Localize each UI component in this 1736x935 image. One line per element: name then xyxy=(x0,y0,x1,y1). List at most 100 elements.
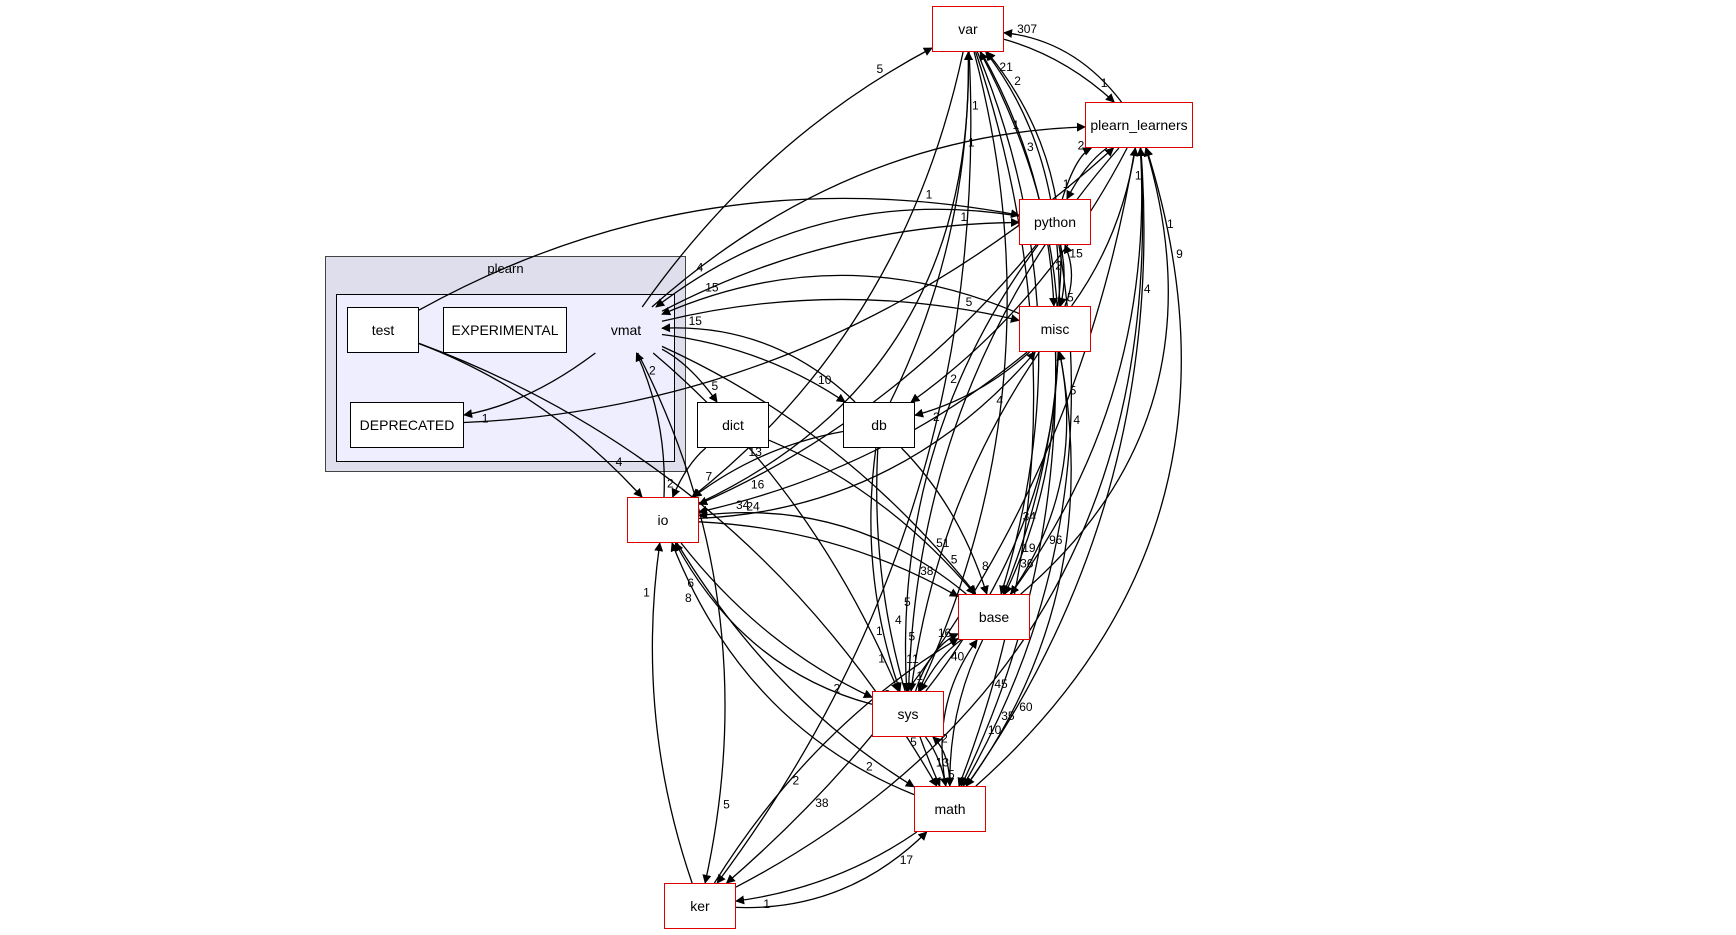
edge-pleal-to-base xyxy=(1010,147,1143,595)
edge-label-var-to-pleal: 1 xyxy=(1101,76,1108,90)
edge-label-misc-to-sys: 5 xyxy=(909,629,916,643)
node-python[interactable]: python xyxy=(1019,199,1091,245)
edge-label-ker-to-io: 1 xyxy=(643,585,650,599)
node-dict[interactable]: dict xyxy=(697,402,769,448)
node-misc[interactable]: misc xyxy=(1019,306,1091,352)
edge-label-python-to-misc: 5 xyxy=(1067,291,1074,305)
edge-label-python-to-math: 35 xyxy=(1001,709,1015,723)
edge-label-db-to-var: 1 xyxy=(972,98,979,112)
edge-label-vmat-to-base: 51 xyxy=(936,536,950,550)
edge-misc-to-pleal xyxy=(1071,147,1139,307)
edge-math-to-io xyxy=(670,542,915,796)
edge-pleal-to-var xyxy=(1003,29,1123,103)
edge-label-test-to-io: 4 xyxy=(616,455,623,469)
edge-db-to-var xyxy=(889,51,973,403)
node-sys[interactable]: sys xyxy=(872,691,944,737)
node-db[interactable]: db xyxy=(843,402,915,448)
edge-label-sys-to-base: 16 xyxy=(938,626,952,640)
edge-label-math-to-ker: 1 xyxy=(763,897,770,911)
edge-var-to-ker xyxy=(716,51,972,884)
edge-vmat-to-db xyxy=(661,333,846,403)
edge-label-vmat-to-pleal: 1 xyxy=(1013,118,1020,132)
edge-label-db-to-io: 7 xyxy=(706,469,713,483)
edge-io-to-base xyxy=(698,521,959,597)
node-pleal[interactable]: plearn_learners xyxy=(1085,102,1193,148)
edge-label-db-to-vmat: 15 xyxy=(689,314,703,328)
edge-misc-to-sys xyxy=(907,351,1040,692)
edge-label-io-to-base: 38 xyxy=(920,564,934,578)
node-base[interactable]: base xyxy=(958,594,1030,640)
edge-dep-to-pleal xyxy=(463,147,1115,424)
edge-label-ker-to-math: 17 xyxy=(900,853,914,867)
edge-db-to-sys xyxy=(870,447,902,692)
edge-label-python-to-pleal: 2 xyxy=(1078,139,1085,153)
node-var[interactable]: var xyxy=(932,6,1004,52)
edge-label-python-to-var: 21 xyxy=(999,60,1013,74)
edge-vmat-to-dep xyxy=(463,352,596,419)
edge-ker-to-base xyxy=(713,638,959,884)
edge-base-to-io xyxy=(698,510,967,595)
edge-label-base-to-pleal: 1 xyxy=(1167,217,1174,231)
edge-label-pleal-to-var: 307 xyxy=(1017,22,1037,36)
edge-label-io-to-vmat: 2 xyxy=(649,364,656,378)
edge-vmat-to-misc xyxy=(661,298,1020,323)
edge-pleal-to-python xyxy=(1066,147,1108,200)
edge-vmat-to-base xyxy=(661,345,977,595)
edge-label-pleal-to-ker: 38 xyxy=(815,796,829,810)
edge-label-misc-to-var: 2 xyxy=(1014,74,1021,88)
edge-label-io-to-sys: 2 xyxy=(834,681,841,695)
edge-var-to-io xyxy=(691,51,964,498)
node-io[interactable]: io xyxy=(627,497,699,543)
edge-misc-to-math xyxy=(960,351,1057,787)
edge-base-to-pleal xyxy=(1020,147,1169,595)
edge-label-vmat-to-dict: 5 xyxy=(712,379,719,393)
edge-label-var-to-misc: 2 xyxy=(1055,259,1062,273)
edge-ker-to-pleal xyxy=(735,147,1146,888)
edge-label-sys-to-io: 6 xyxy=(687,576,694,590)
edge-label-pleal-to-sys: 5 xyxy=(904,595,911,609)
edge-pleal-to-math xyxy=(965,147,1145,787)
edge-db-to-io xyxy=(692,430,844,498)
edge-label-misc-to-pleal: 1 xyxy=(1135,169,1142,183)
edge-python-to-sys xyxy=(901,244,1039,692)
edge-label-vmat-to-python: 1 xyxy=(961,210,968,224)
edge-label-var-to-ker: 2 xyxy=(793,774,800,788)
edge-label-var-to-math: 45 xyxy=(994,677,1008,691)
edge-label-python-to-sys: 4 xyxy=(895,613,902,627)
edge-pleal-to-db xyxy=(910,147,1128,403)
edge-math-to-sys xyxy=(932,736,951,787)
edge-label-math-to-sys: 2 xyxy=(941,731,948,745)
edge-label-base-to-misc: 5 xyxy=(1070,384,1077,398)
node-math[interactable]: math xyxy=(914,786,986,832)
node-exp[interactable]: EXPERIMENTAL xyxy=(443,307,567,353)
edge-label-io-to-var: 1 xyxy=(968,135,975,149)
edge-var-to-sys xyxy=(917,51,1008,692)
edge-label-math-to-misc: 4 xyxy=(1073,413,1080,427)
edge-label-io-to-misc: 4 xyxy=(996,393,1003,407)
edge-dict-to-base xyxy=(768,439,976,595)
edge-label-var-to-base: 34 xyxy=(1023,510,1037,524)
edge-label-misc-to-base: 36 xyxy=(1020,557,1034,571)
node-vmat[interactable]: vmat xyxy=(610,322,642,338)
edge-vmat-to-pleal xyxy=(651,122,1086,308)
edge-labels-layer: 5115105151154911251781515123445132230712… xyxy=(482,22,1183,911)
edge-label-base-to-io: 34 xyxy=(736,498,750,512)
edge-python-to-io xyxy=(698,244,1037,506)
edge-label-dict-to-base: 5 xyxy=(951,552,958,566)
edge-label-var-to-io: 13 xyxy=(749,445,763,459)
edge-label-math-to-pleal: 9 xyxy=(1176,247,1183,261)
edge-math-to-ker xyxy=(735,831,918,905)
edge-label-vmat-to-ker: 5 xyxy=(723,798,730,812)
edge-label-io-to-math: 2 xyxy=(866,760,873,774)
edge-test-to-io xyxy=(418,342,643,498)
edge-label-misc-to-math: 10 xyxy=(988,723,1002,737)
edge-db-to-base xyxy=(901,447,989,595)
node-ker[interactable]: ker xyxy=(664,883,736,929)
node-test[interactable]: test xyxy=(347,307,419,353)
node-dep[interactable]: DEPRECATED xyxy=(350,402,464,448)
edges-layer xyxy=(418,29,1182,909)
edge-io-to-math xyxy=(676,542,915,788)
edge-label-misc-to-io: 24 xyxy=(746,499,760,513)
edge-label-dict-to-io: 2 xyxy=(667,476,674,490)
